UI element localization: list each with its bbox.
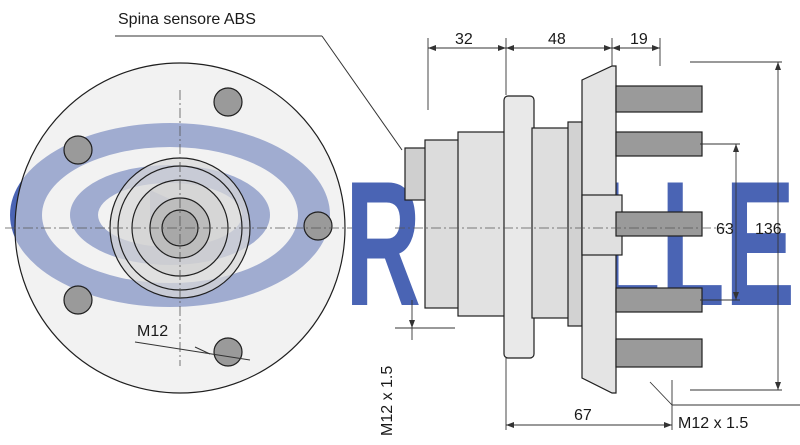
knuckle-flange: [503, 95, 535, 359]
dim-32-label: 32: [455, 31, 473, 48]
dim-136-label: 136: [755, 221, 782, 238]
thread-vertical-label: M12 x 1.5: [379, 366, 396, 436]
dimension-lines: [395, 38, 800, 430]
bearing-housing-rear: [424, 139, 461, 309]
stud-4: [615, 287, 703, 313]
dimension-arrows: [409, 45, 781, 428]
dim-67-label: 67: [574, 407, 592, 424]
stud-3: [615, 211, 703, 237]
dim-63-label: 63: [716, 221, 734, 238]
bolt-hole-2: [63, 135, 93, 165]
bolt-hole-3: [303, 211, 333, 241]
stud-1: [615, 85, 703, 113]
bearing-housing-seal: [457, 131, 507, 317]
abs-leader: [115, 35, 403, 151]
bolt-hole-1: [213, 87, 243, 117]
side-view: [404, 65, 703, 394]
bolt-hole-4: [63, 285, 93, 315]
abs-sensor-connector: [404, 147, 428, 201]
wheel-pilot: [581, 194, 623, 256]
dim-19-label: 19: [630, 31, 648, 48]
abs-sensor-label: Spina sensore ABS: [118, 11, 256, 28]
stud-5: [615, 338, 703, 368]
thread-bottom-label: M12 x 1.5: [678, 415, 748, 432]
bolt-hole-5: [213, 337, 243, 367]
front-centerlines: [5, 90, 352, 366]
m12-front-label: M12: [137, 323, 168, 340]
stud-2: [615, 131, 703, 157]
bearing-ring: [567, 121, 583, 327]
m12-callout: [134, 341, 251, 361]
dim-48-label: 48: [548, 31, 566, 48]
